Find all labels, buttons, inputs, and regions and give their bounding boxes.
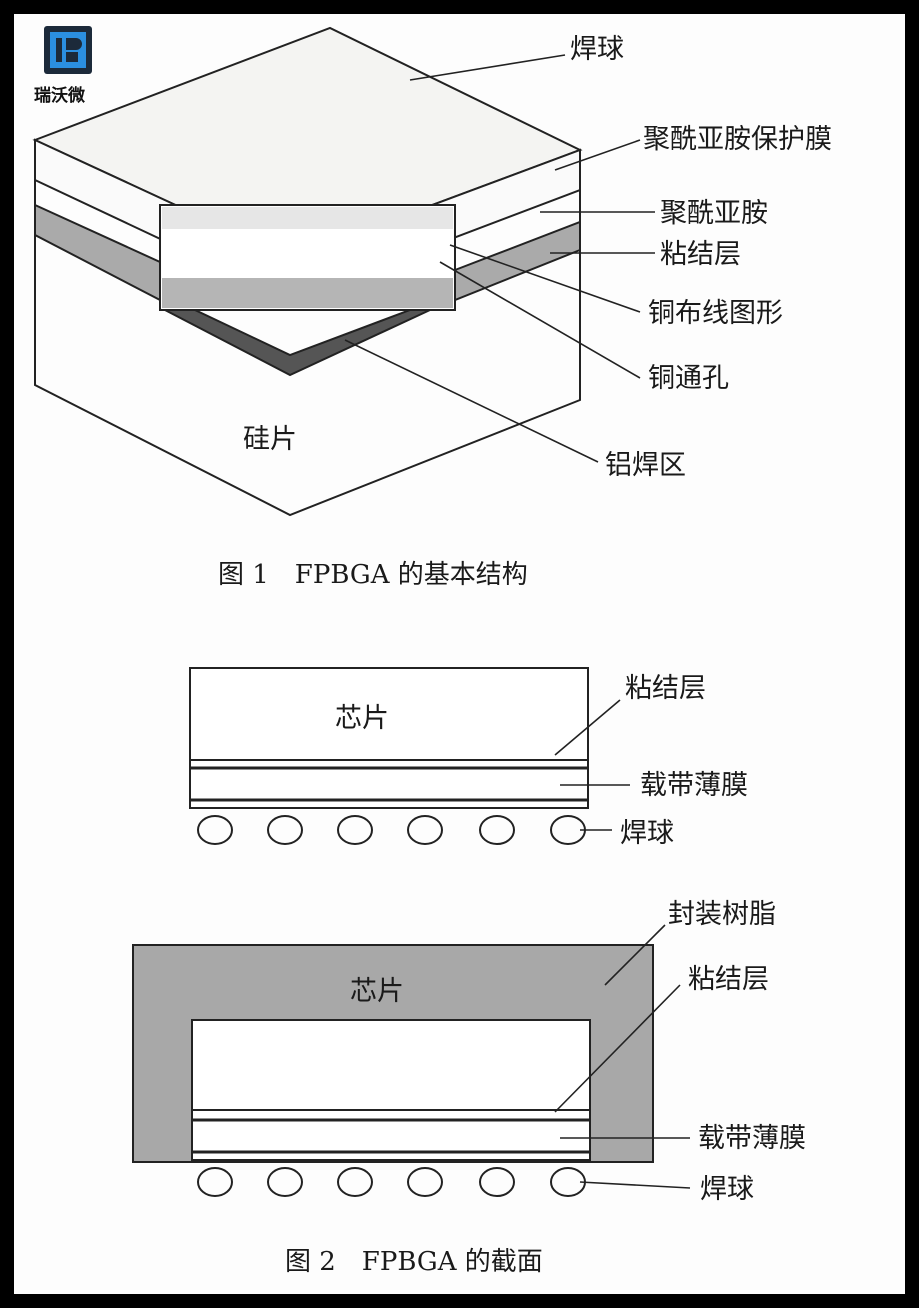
label-al-pad: 铝焊区	[605, 450, 686, 481]
label-ball-top: 焊球	[620, 818, 674, 849]
solder-balls-bottom	[197, 1167, 586, 1197]
figure1-3d-structure	[32, 26, 583, 517]
figure2-bottom-cross-section	[132, 924, 691, 1197]
label-silicon: 硅片	[243, 424, 297, 455]
label-tape-top: 载带薄膜	[640, 770, 748, 801]
label-copper-via: 铜通孔	[648, 363, 729, 394]
figure1-caption: 图 1 FPBGA 的基本结构	[218, 560, 528, 590]
figure1-leader-lines	[344, 54, 655, 463]
label-adhesive: 粘结层	[660, 239, 741, 270]
svg-text:瑞沃微: 瑞沃微	[34, 85, 86, 106]
label-resin: 封装树脂	[668, 899, 776, 930]
figure2-caption: 图 2 FPBGA 的截面	[285, 1247, 543, 1277]
figure2-top-cross-section	[189, 667, 630, 845]
label-polyimide: 聚酰亚胺	[660, 198, 768, 229]
solder-balls-top	[197, 815, 586, 845]
label-ball-bottom: 焊球	[700, 1174, 754, 1205]
label-tape-bottom: 载带薄膜	[698, 1123, 806, 1154]
label-chip-top: 芯片	[335, 703, 389, 734]
label-adhesive-bottom: 粘结层	[688, 964, 769, 995]
label-polyimide-film: 聚酰亚胺保护膜	[643, 124, 832, 155]
ruiwowei-logo: 瑞沃微	[34, 26, 92, 106]
label-chip-bottom: 芯片	[350, 976, 404, 1007]
label-solder-ball: 焊球	[570, 34, 624, 65]
label-adhesive-top: 粘结层	[625, 673, 706, 704]
label-copper-pattern: 铜布线图形	[648, 298, 783, 329]
